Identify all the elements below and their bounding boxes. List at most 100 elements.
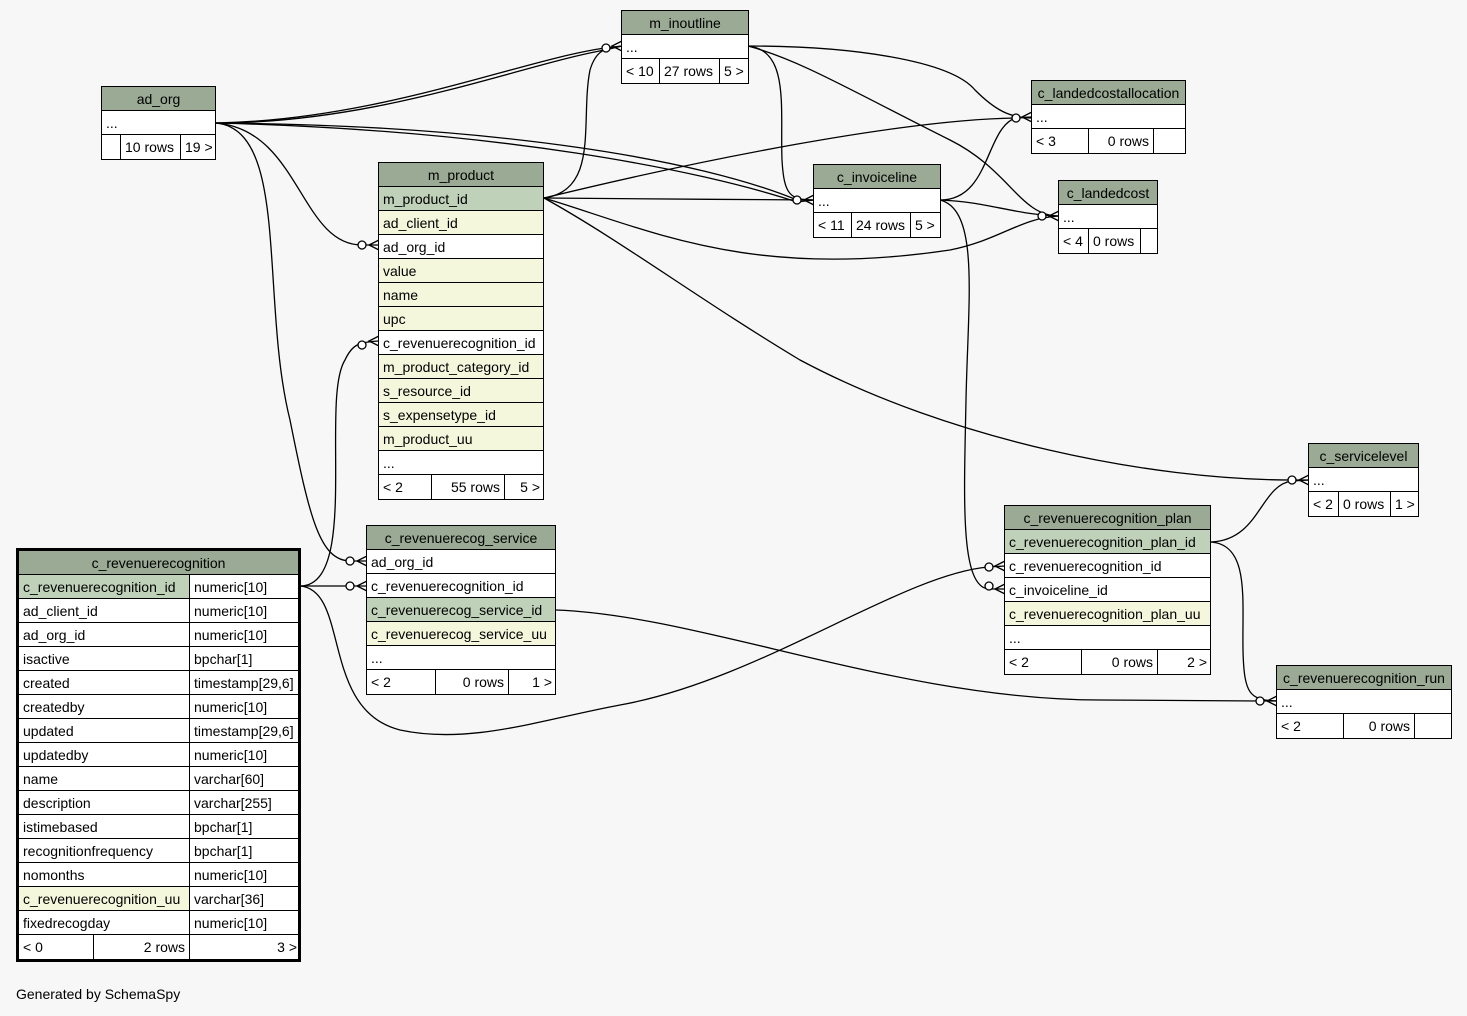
table-title[interactable]: c_revenuerecognition_run	[1277, 666, 1451, 690]
table-ad-org[interactable]: ad_org ... 10 rows 19 >	[101, 86, 216, 160]
parents-count: < 2	[371, 674, 391, 690]
column-name: name	[23, 771, 59, 787]
column-name: istimebased	[23, 819, 98, 835]
column-name: ad_client_id	[23, 603, 98, 619]
parents-count: < 11	[818, 217, 845, 233]
column-type: bpchar[1]	[189, 647, 298, 670]
edge-m-product-m-inoutline	[543, 45, 623, 199]
table-title[interactable]: c_servicelevel	[1309, 444, 1418, 468]
parents-count: < 2	[383, 479, 403, 495]
table-footer: < 4 0 rows	[1059, 229, 1157, 253]
row-count: 0 rows	[1081, 650, 1157, 674]
column-ad-org-id: ad_org_id	[383, 239, 446, 255]
table-title[interactable]: c_revenuerecognition_plan	[1005, 506, 1210, 530]
table-title[interactable]: ad_org	[102, 87, 215, 111]
edge-c-invoiceline-landedcostallocation	[939, 116, 1033, 201]
column-c-revenuerecognition-plan-id: c_revenuerecognition_plan_id	[1009, 534, 1196, 550]
table-c-invoiceline[interactable]: c_invoiceline ... < 11 24 rows 5 >	[813, 164, 941, 238]
column-ellipsis: ...	[626, 39, 638, 55]
column-ellipsis: ...	[383, 455, 395, 471]
edge-revrecog-service-revrecog-run	[555, 609, 1277, 702]
edge-revrecog-revrecog-plan	[299, 565, 1006, 736]
table-c-landedcost[interactable]: c_landedcost ... < 4 0 rows	[1058, 180, 1158, 254]
row-count: 0 rows	[1338, 492, 1390, 516]
row-count: 55 rows	[431, 475, 504, 499]
row-count: 10 rows	[120, 135, 180, 159]
row-count: 0 rows	[1088, 229, 1140, 253]
edge-m-inoutline-landedcostallocation	[747, 45, 1033, 119]
table-c-revenuerecognition[interactable]: c_revenuerecognition c_revenuerecognitio…	[16, 548, 301, 962]
row-count: 0 rows	[1088, 129, 1153, 153]
table-c-revenuerecognition-plan[interactable]: c_revenuerecognition_plan c_revenuerecog…	[1004, 505, 1211, 675]
edge-m-product-c-invoiceline	[543, 197, 815, 201]
column-c-revenuerecognition-plan-uu: c_revenuerecognition_plan_uu	[1009, 606, 1201, 622]
column-ad-org-id: ad_org_id	[371, 554, 434, 570]
table-title[interactable]: c_landedcost	[1059, 181, 1157, 205]
table-title[interactable]: c_revenuerecog_service	[367, 526, 555, 550]
column-name: created	[23, 675, 70, 691]
table-c-revenuerecog-service[interactable]: c_revenuerecog_service ad_org_id c_reven…	[366, 525, 556, 695]
column-name: nomonths	[23, 867, 85, 883]
row-count: 27 rows	[659, 59, 719, 83]
table-footer: < 2 0 rows 1 >	[367, 670, 555, 694]
column-c-invoiceline-id: c_invoiceline_id	[1009, 582, 1108, 598]
column-name: isactive	[23, 651, 70, 667]
edge-m-product-landedcostallocation	[543, 116, 1033, 199]
edge-m-product-landedcost	[543, 197, 1060, 260]
column-name: c_revenuerecognition_id	[23, 579, 176, 595]
children-count: 19 >	[180, 135, 215, 159]
table-title[interactable]: c_invoiceline	[814, 165, 940, 189]
generator-credit: Generated by SchemaSpy	[16, 986, 181, 1002]
row-count: 0 rows	[1343, 714, 1414, 738]
column-name: recognitionfrequency	[23, 843, 153, 859]
column-upc: upc	[383, 311, 406, 327]
column-type: varchar[255]	[189, 791, 298, 814]
column-c-revenuerecog-service-id: c_revenuerecog_service_id	[371, 602, 543, 618]
table-title[interactable]: m_inoutline	[622, 11, 748, 35]
parents-count: < 2	[1009, 654, 1029, 670]
children-count	[1140, 229, 1157, 253]
edge-ad-org-c-invoiceline-2	[215, 122, 815, 203]
table-title[interactable]: c_revenuerecognition	[19, 551, 298, 575]
column-name: fixedrecogday	[23, 915, 111, 931]
table-m-product[interactable]: m_product m_product_id ad_client_id ad_o…	[378, 162, 544, 500]
row-count: 24 rows	[851, 213, 910, 237]
edge-ad-org-revrecog-service	[215, 122, 367, 562]
edge-c-invoiceline-revrecog-plan	[939, 199, 1005, 590]
parents-count: < 2	[1313, 496, 1333, 512]
table-c-landedcostallocation[interactable]: c_landedcostallocation ... < 3 0 rows	[1031, 80, 1186, 154]
edge-m-inoutline-c-invoiceline	[747, 45, 815, 201]
table-c-revenuerecognition-run[interactable]: c_revenuerecognition_run ... < 2 0 rows	[1276, 665, 1452, 739]
column-type: varchar[60]	[189, 767, 298, 790]
table-title[interactable]: c_landedcostallocation	[1032, 81, 1185, 105]
column-type: numeric[10]	[189, 863, 298, 886]
column-type: numeric[10]	[189, 911, 298, 934]
column-ellipsis: ...	[1036, 109, 1048, 125]
parents-count: < 4	[1063, 233, 1083, 249]
column-ellipsis: ...	[1313, 472, 1325, 488]
table-footer: < 2 55 rows 5 >	[379, 475, 543, 499]
column-m-product-category-id: m_product_category_id	[383, 359, 530, 375]
table-c-servicelevel[interactable]: c_servicelevel ... < 2 0 rows 1 >	[1308, 443, 1419, 517]
table-m-inoutline[interactable]: m_inoutline ... < 10 27 rows 5 >	[621, 10, 749, 84]
column-m-product-uu: m_product_uu	[383, 431, 473, 447]
column-row: fixedrecogday numeric[10]	[19, 911, 298, 935]
column-name: c_revenuerecognition_uu	[23, 891, 181, 907]
column-m-product-id: m_product_id	[383, 191, 468, 207]
table-footer: 10 rows 19 >	[102, 135, 215, 159]
column-name: name	[383, 287, 419, 303]
edge-revrecog-plan-revrecog-run	[1210, 541, 1278, 702]
column-ellipsis: ...	[1063, 209, 1075, 225]
column-ellipsis: ...	[106, 115, 118, 131]
table-footer: < 11 24 rows 5 >	[814, 213, 940, 237]
table-footer: < 10 27 rows 5 >	[622, 59, 748, 83]
table-footer: < 3 0 rows	[1032, 129, 1185, 153]
table-title[interactable]: m_product	[379, 163, 543, 187]
children-count	[1414, 714, 1451, 738]
column-name: createdby	[23, 699, 85, 715]
